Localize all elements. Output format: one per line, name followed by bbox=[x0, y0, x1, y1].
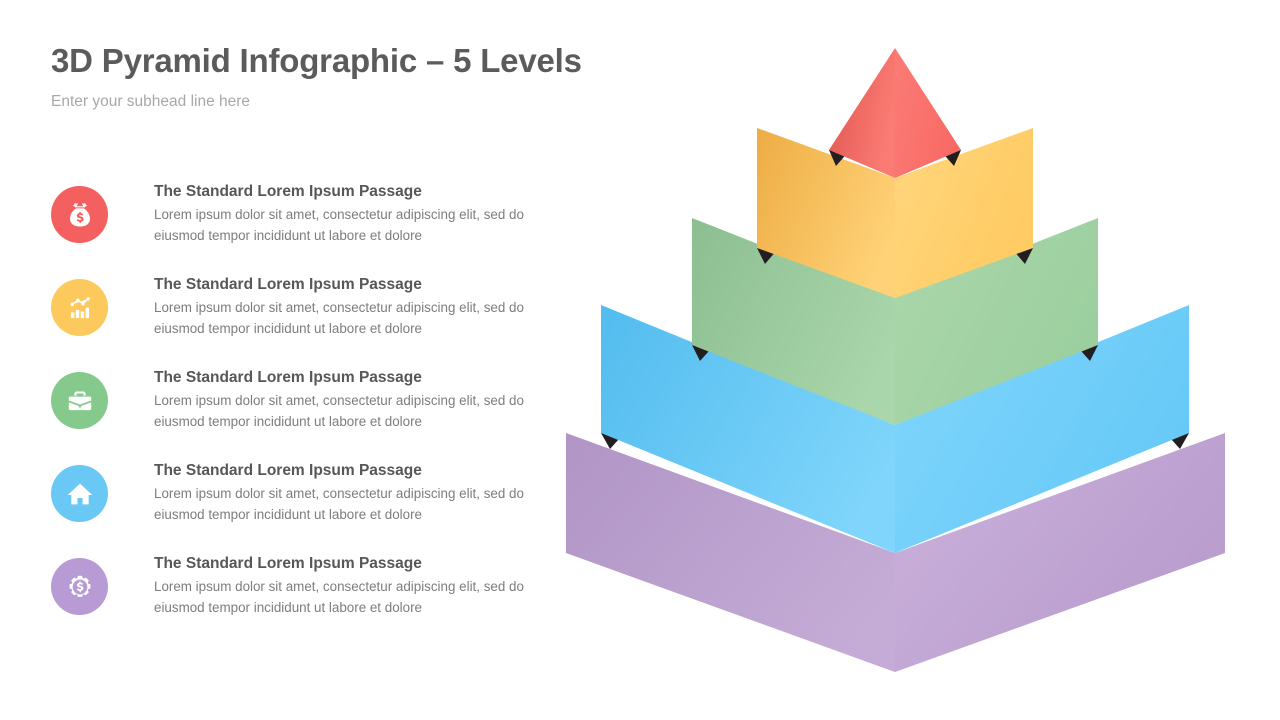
item-icon-badge[interactable] bbox=[51, 186, 108, 243]
pyramid-level-3[interactable] bbox=[692, 218, 1098, 425]
money-bag-icon bbox=[69, 202, 90, 227]
list-item[interactable]: The Standard Lorem Ipsum Passage Lorem i… bbox=[51, 180, 531, 273]
briefcase-icon bbox=[68, 391, 91, 410]
item-description: Lorem ipsum dolor sit amet, consectetur … bbox=[154, 393, 524, 429]
item-icon-badge[interactable] bbox=[51, 372, 108, 429]
item-text-block: The Standard Lorem Ipsum Passage Lorem i… bbox=[154, 459, 526, 525]
level-5-right-face bbox=[895, 433, 1225, 672]
item-description: Lorem ipsum dolor sit amet, consectetur … bbox=[154, 486, 524, 522]
level-4-right-face bbox=[895, 305, 1189, 553]
list-item[interactable]: The Standard Lorem Ipsum Passage Lorem i… bbox=[51, 273, 531, 366]
item-text-block: The Standard Lorem Ipsum Passage Lorem i… bbox=[154, 366, 526, 432]
item-title: The Standard Lorem Ipsum Passage bbox=[154, 276, 422, 293]
item-icon-badge[interactable] bbox=[51, 279, 108, 336]
item-list: The Standard Lorem Ipsum Passage Lorem i… bbox=[51, 180, 531, 645]
level-3-left-face bbox=[692, 218, 895, 425]
pyramid-svg bbox=[566, 48, 1225, 672]
item-description: Lorem ipsum dolor sit amet, consectetur … bbox=[154, 207, 524, 243]
pyramid-graphic bbox=[540, 20, 1260, 700]
item-title: The Standard Lorem Ipsum Passage bbox=[154, 555, 422, 572]
item-text-block: The Standard Lorem Ipsum Passage Lorem i… bbox=[154, 273, 526, 339]
level-2-right-face bbox=[895, 128, 1033, 298]
pyramid-level-5-base[interactable] bbox=[566, 433, 1225, 672]
item-icon-badge[interactable] bbox=[51, 558, 108, 615]
home-icon bbox=[67, 483, 92, 504]
page-title: 3D Pyramid Infographic – 5 Levels bbox=[51, 42, 582, 79]
level-4-left-face bbox=[601, 305, 895, 553]
level-5-left-face bbox=[566, 433, 895, 672]
list-item[interactable]: The Standard Lorem Ipsum Passage Lorem i… bbox=[51, 366, 531, 459]
item-description: Lorem ipsum dolor sit amet, consectetur … bbox=[154, 579, 524, 615]
item-text-block: The Standard Lorem Ipsum Passage Lorem i… bbox=[154, 552, 526, 618]
list-item[interactable]: The Standard Lorem Ipsum Passage Lorem i… bbox=[51, 552, 531, 645]
pyramid-level-4[interactable] bbox=[601, 305, 1189, 553]
item-title: The Standard Lorem Ipsum Passage bbox=[154, 183, 422, 200]
item-description: Lorem ipsum dolor sit amet, consectetur … bbox=[154, 300, 524, 336]
pyramid-level-1-apex[interactable] bbox=[829, 48, 961, 178]
list-item[interactable]: The Standard Lorem Ipsum Passage Lorem i… bbox=[51, 459, 531, 552]
level-2-left-face bbox=[757, 128, 895, 298]
page-subhead: Enter your subhead line here bbox=[51, 93, 251, 111]
gear-dollar-icon bbox=[69, 575, 90, 597]
item-icon-badge[interactable] bbox=[51, 465, 108, 522]
pyramid-level-2[interactable] bbox=[757, 128, 1033, 298]
item-title: The Standard Lorem Ipsum Passage bbox=[154, 369, 422, 386]
item-title: The Standard Lorem Ipsum Passage bbox=[154, 462, 422, 479]
item-text-block: The Standard Lorem Ipsum Passage Lorem i… bbox=[154, 180, 526, 246]
header: 3D Pyramid Infographic – 5 Levels Enter … bbox=[51, 42, 691, 112]
bar-chart-icon bbox=[70, 296, 90, 318]
level-1-right-face bbox=[895, 48, 961, 178]
level-3-right-face bbox=[895, 218, 1098, 425]
level-1-left-face bbox=[829, 48, 895, 178]
